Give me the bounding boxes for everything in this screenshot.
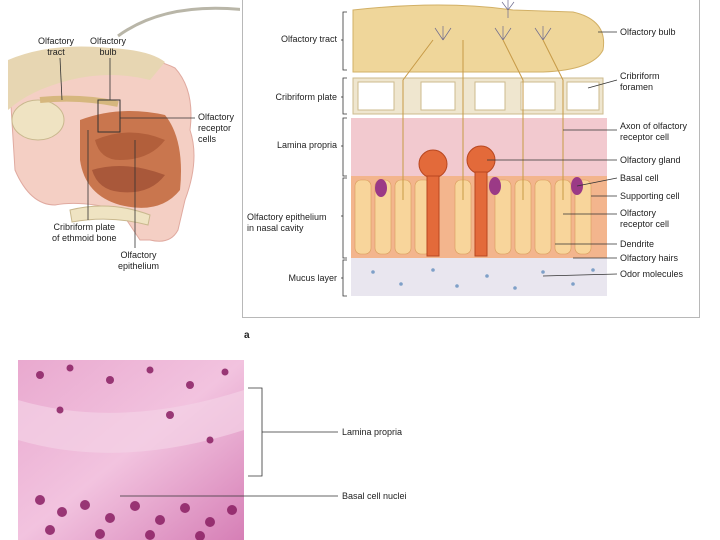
label-olfactory-hairs: Olfactory hairs — [620, 253, 678, 264]
label-dendrite: Dendrite — [620, 239, 654, 250]
label-olfactory-tract-detail: Olfactory tract — [281, 34, 337, 45]
label-olfactory-bulb-detail: Olfactory bulb — [620, 27, 676, 38]
label-receptor-cells-overview: Olfactory receptor cells — [198, 112, 234, 145]
label-olfactory-epithelium-detail: Olfactory epithelium in nasal cavity — [247, 212, 327, 234]
pointer-arrow — [118, 8, 240, 36]
olfactory-bulb-shape — [353, 5, 604, 72]
label-cribriform-foramen: Cribriform foramen — [620, 71, 660, 93]
label-odor-molecules: Odor molecules — [620, 269, 683, 280]
label-epithelium-overview: Olfactory epithelium — [118, 250, 159, 272]
label-basal-cell: Basal cell — [620, 173, 659, 184]
mucus-layer-shape — [351, 258, 607, 296]
bone-sphenoid — [12, 100, 64, 140]
label-axon: Axon of olfactory receptor cell — [620, 121, 687, 143]
panel-letter: a — [244, 330, 250, 341]
detail-panel: Olfactory tract Cribriform plate Lamina … — [242, 0, 700, 318]
label-cribriform-overview: Cribriform plate of ethmoid bone — [52, 222, 117, 244]
label-receptor-cell: Olfactory receptor cell — [620, 208, 669, 230]
label-lamina-propria-micrograph: Lamina propria — [342, 427, 402, 438]
label-mucus-layer-detail: Mucus layer — [288, 273, 337, 284]
label-basal-cell-nuclei: Basal cell nuclei — [342, 491, 407, 502]
label-olfactory-gland: Olfactory gland — [620, 155, 681, 166]
label-olfactory-bulb-overview: Olfactory bulb — [90, 36, 126, 58]
label-olfactory-tract-overview: Olfactory tract — [38, 36, 74, 58]
label-supporting-cell: Supporting cell — [620, 191, 680, 202]
label-cribriform-plate-detail: Cribriform plate — [275, 92, 337, 103]
label-lamina-propria-detail: Lamina propria — [277, 140, 337, 151]
micrograph-image — [18, 360, 244, 540]
